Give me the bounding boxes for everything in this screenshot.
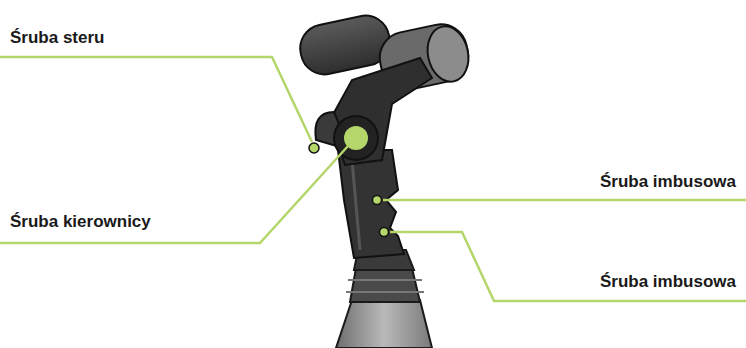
screw-dot: [309, 143, 319, 153]
part-label: Śruba imbusowa: [600, 272, 736, 292]
part-label: Śruba imbusowa: [600, 172, 736, 192]
leader-lines: [0, 57, 746, 301]
screw-dot: [373, 196, 382, 205]
part-label: Śruba kierownicy: [10, 212, 151, 232]
screw-dot: [380, 228, 389, 237]
part-label: Śruba steru: [10, 28, 104, 48]
